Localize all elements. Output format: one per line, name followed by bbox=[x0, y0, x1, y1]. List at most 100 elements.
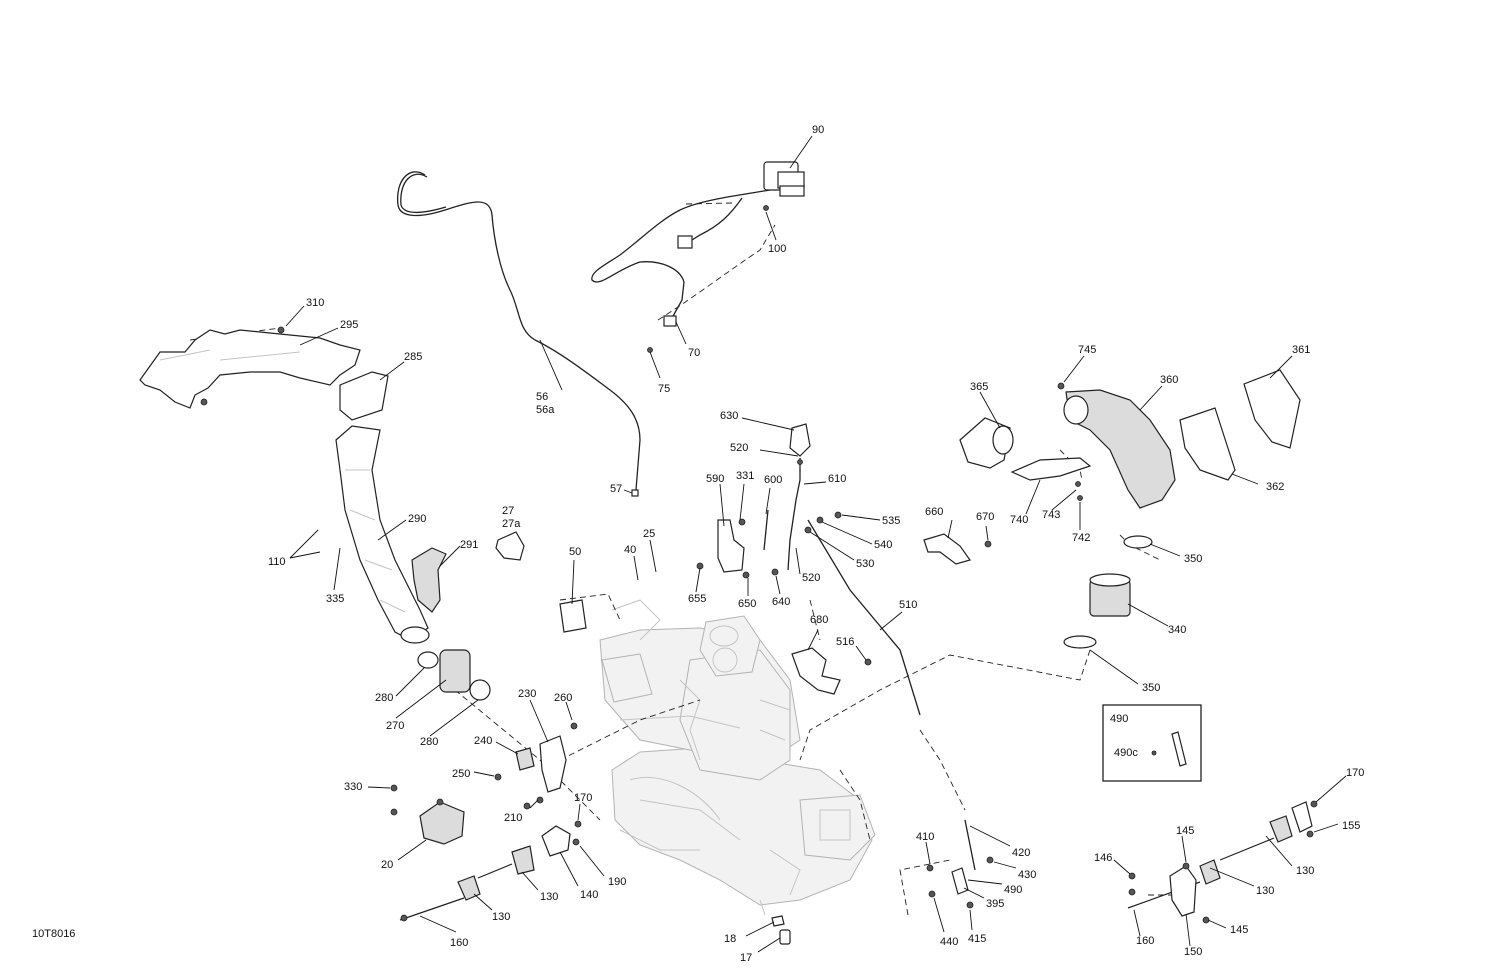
callout-610: 610 bbox=[828, 473, 846, 485]
callout-150: 150 bbox=[1184, 946, 1202, 958]
callout-350-top: 350 bbox=[1184, 553, 1202, 565]
callout-490: 490 bbox=[1004, 884, 1022, 896]
callout-130-c: 130 bbox=[1296, 865, 1314, 877]
callout-650: 650 bbox=[738, 598, 756, 610]
throttle-cable bbox=[396, 171, 641, 497]
callout-361: 361 bbox=[1292, 344, 1310, 356]
gasket bbox=[559, 599, 587, 633]
callout-130-d: 130 bbox=[1256, 885, 1274, 897]
callout-440: 440 bbox=[940, 936, 958, 948]
callout-530: 530 bbox=[856, 558, 874, 570]
wiring-harness bbox=[591, 161, 805, 353]
leader-lines bbox=[285, 135, 1347, 953]
callout-90: 90 bbox=[812, 124, 824, 136]
callout-743: 743 bbox=[1042, 509, 1060, 521]
callout-290: 290 bbox=[408, 513, 426, 525]
callout-420: 420 bbox=[1012, 847, 1030, 859]
callout-395: 395 bbox=[986, 898, 1004, 910]
engine-assembly bbox=[599, 599, 876, 916]
callout-745: 745 bbox=[1078, 344, 1096, 356]
callout-510: 510 bbox=[899, 599, 917, 611]
callout-280-top: 280 bbox=[375, 692, 393, 704]
callout-56: 56 bbox=[536, 391, 548, 403]
callout-340: 340 bbox=[1168, 624, 1186, 636]
callout-250: 250 bbox=[452, 768, 470, 780]
shift-bracket bbox=[791, 647, 872, 695]
heat-shield-plate bbox=[139, 326, 361, 409]
callout-520-top: 520 bbox=[730, 442, 748, 454]
inset-item: 490c bbox=[1114, 747, 1138, 759]
callout-362: 362 bbox=[1266, 481, 1284, 493]
callout-331: 331 bbox=[736, 470, 754, 482]
callout-27: 27 bbox=[502, 505, 514, 517]
callout-146: 146 bbox=[1094, 852, 1112, 864]
callout-520-bottom: 520 bbox=[802, 572, 820, 584]
engine-mount bbox=[494, 722, 578, 810]
callout-210: 210 bbox=[504, 812, 522, 824]
inset-title: 490 bbox=[1110, 713, 1128, 725]
air-filter bbox=[1063, 535, 1153, 649]
callout-40: 40 bbox=[624, 544, 636, 556]
rubber-boot bbox=[495, 531, 525, 561]
callout-20: 20 bbox=[381, 859, 393, 871]
callout-280-bottom: 280 bbox=[420, 736, 438, 748]
duct-shields bbox=[1179, 369, 1301, 481]
callout-17: 17 bbox=[740, 952, 752, 964]
callout-360: 360 bbox=[1160, 374, 1178, 386]
callout-330: 330 bbox=[344, 781, 362, 793]
callout-240: 240 bbox=[474, 735, 492, 747]
callout-100: 100 bbox=[768, 243, 786, 255]
mount-block bbox=[339, 371, 389, 421]
callout-160-right: 160 bbox=[1136, 935, 1154, 947]
callout-600: 600 bbox=[764, 474, 782, 486]
callout-680: 680 bbox=[810, 614, 828, 626]
air-intake-duct bbox=[335, 425, 430, 644]
callout-516: 516 bbox=[836, 636, 854, 648]
callout-130-b: 130 bbox=[492, 911, 510, 923]
callout-56a: 56a bbox=[536, 404, 555, 416]
callout-670: 670 bbox=[976, 511, 994, 523]
callout-260: 260 bbox=[554, 692, 572, 704]
callout-285: 285 bbox=[404, 351, 422, 363]
callout-350-bottom: 350 bbox=[1142, 682, 1160, 694]
figure-code: 10T8016 bbox=[32, 928, 75, 940]
duct-shield bbox=[411, 547, 447, 613]
shift-lever-assembly bbox=[696, 423, 921, 716]
mount-bracket bbox=[923, 533, 992, 565]
callout-291: 291 bbox=[460, 539, 478, 551]
callout-50: 50 bbox=[569, 546, 581, 558]
callout-655: 655 bbox=[688, 593, 706, 605]
callout-310: 310 bbox=[306, 297, 324, 309]
callout-335: 335 bbox=[326, 593, 344, 605]
callout-415: 415 bbox=[968, 933, 986, 945]
lower-linkage bbox=[926, 819, 994, 909]
callout-535: 535 bbox=[882, 515, 900, 527]
callout-25: 25 bbox=[643, 528, 655, 540]
right-drive-assembly bbox=[1127, 800, 1318, 924]
inset-detail-box: 490 490c bbox=[1102, 704, 1202, 782]
callout-145-top: 145 bbox=[1176, 825, 1194, 837]
callout-742: 742 bbox=[1072, 532, 1090, 544]
callout-410: 410 bbox=[916, 831, 934, 843]
sensor-module bbox=[390, 784, 465, 845]
callout-160-left: 160 bbox=[450, 937, 468, 949]
callout-140: 140 bbox=[580, 889, 598, 901]
callout-540: 540 bbox=[874, 539, 892, 551]
callout-430: 430 bbox=[1018, 869, 1036, 881]
callout-18: 18 bbox=[724, 933, 736, 945]
callout-365: 365 bbox=[970, 381, 988, 393]
callout-740: 740 bbox=[1010, 514, 1028, 526]
intake-coupler bbox=[417, 649, 491, 701]
callout-270: 270 bbox=[386, 720, 404, 732]
air-box-assembly bbox=[959, 382, 1176, 509]
callout-75: 75 bbox=[658, 383, 670, 395]
callout-labels: 90 100 70 75 56 56a 57 310 295 285 290 1… bbox=[32, 124, 1364, 964]
callout-590: 590 bbox=[706, 473, 724, 485]
callout-170-left: 170 bbox=[574, 792, 592, 804]
callout-70: 70 bbox=[688, 347, 700, 359]
callout-155: 155 bbox=[1342, 820, 1360, 832]
callout-230: 230 bbox=[518, 688, 536, 700]
callout-110: 110 bbox=[268, 556, 286, 568]
